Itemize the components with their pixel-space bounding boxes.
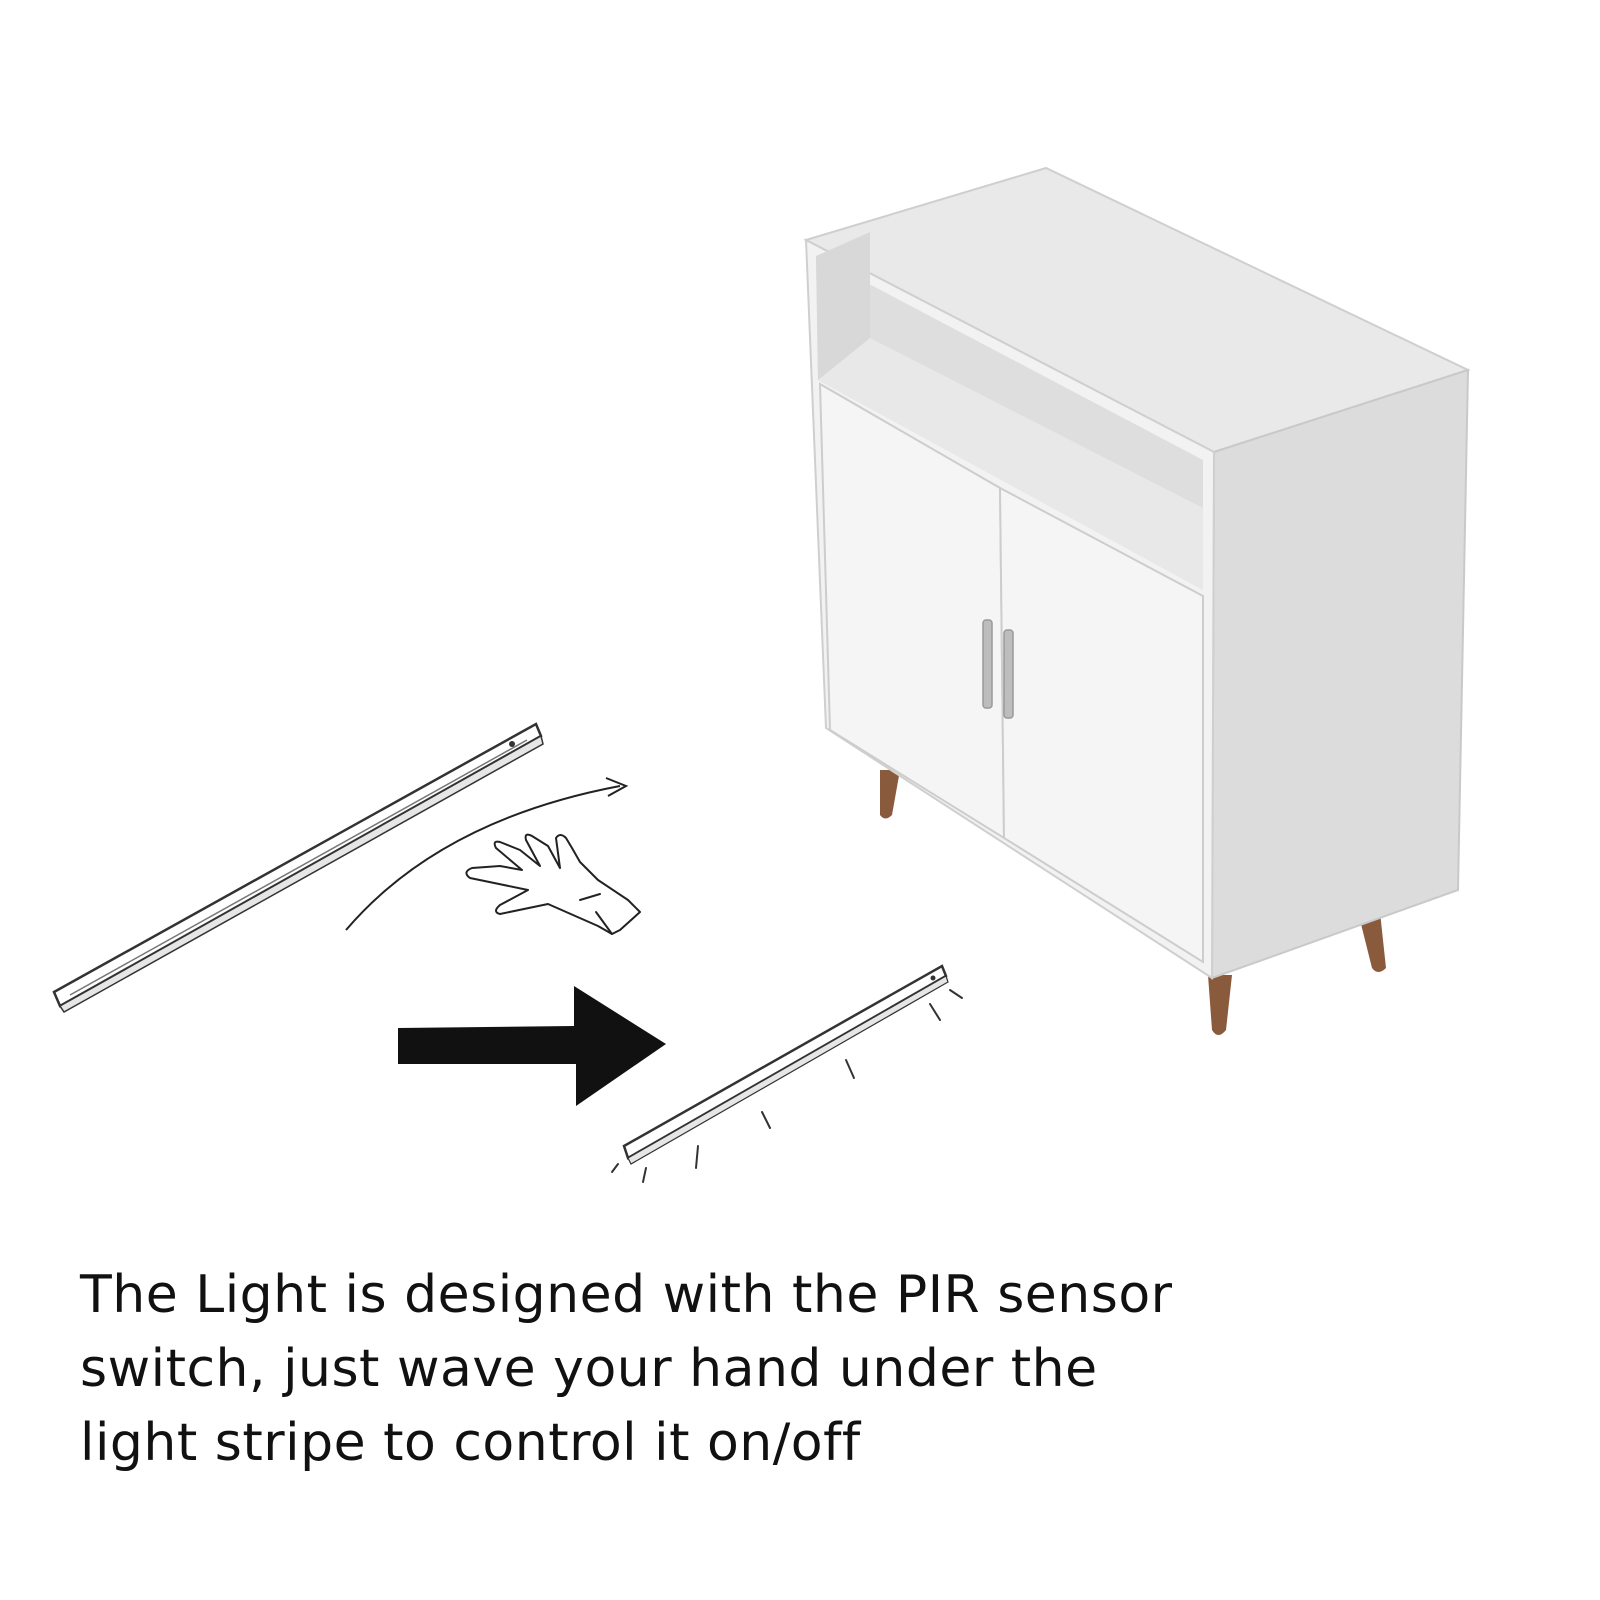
cabinet-leg-front-left [880,770,900,819]
hand-wave-icon [465,833,641,935]
cabinet-handle-left [982,619,993,709]
cabinet-handle-right [1003,629,1014,719]
cabinet-shelf-floor [818,338,1203,590]
cabinet-leg-back-right [1358,912,1386,972]
caption-line-2: switch, just wave your hand under the [80,1339,1098,1399]
arrow-right-icon [398,986,666,1106]
cabinet-door-right [998,486,1204,964]
caption-line-3: light stripe to control it on/off [80,1413,861,1473]
light-stripe-large [52,722,544,1013]
cabinet-side [1210,368,1470,980]
caption: The Light is designed with the PIR senso… [80,1258,1173,1480]
pir-sensor-dot-small [930,975,936,981]
light-rays [611,989,963,1183]
curved-arrow-icon [345,777,629,931]
light-stripe-small [622,964,949,1165]
caption-line-1: The Light is designed with the PIR senso… [80,1265,1173,1325]
cabinet-shelf-backwall [816,232,870,380]
cabinet-leg-front-right [1208,975,1232,1035]
pir-sensor-dot [509,741,515,747]
cabinet [803,166,1471,1035]
